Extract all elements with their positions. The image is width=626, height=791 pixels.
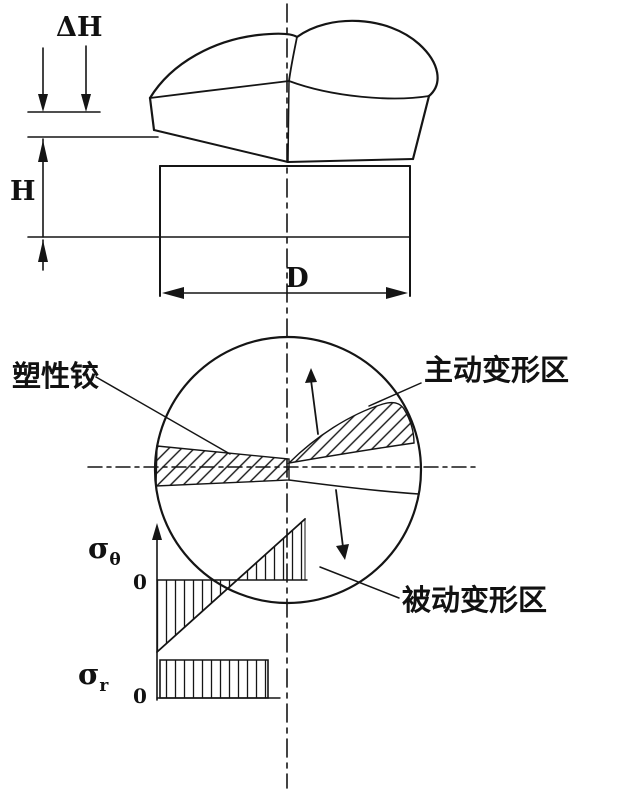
passive-zone-label: 被动变形区 — [402, 583, 547, 617]
sigma-theta-label: σθ — [88, 531, 121, 570]
dimension-h: H — [10, 138, 411, 271]
sigma-r-distribution-bar — [159, 659, 269, 699]
upset-workpiece — [148, 19, 439, 297]
tilt-bottom-right-edge — [287, 158, 414, 163]
flow-arrow-down-head — [336, 544, 349, 560]
center-fold-line — [287, 80, 290, 163]
active-zone-leader — [368, 382, 422, 407]
plastic-hinge-label: 塑性铰 — [12, 359, 99, 393]
centerlines — [87, 3, 479, 789]
flow-arrow-down-shaft — [335, 489, 344, 548]
h-arrow-bottom — [38, 240, 48, 262]
label-plastic-hinge: 塑性铰 — [12, 359, 231, 455]
sigma-r-zero-label: 0 — [133, 684, 147, 708]
sigma-theta-plot: σθ 0 — [88, 517, 308, 701]
circle-outline — [153, 335, 423, 605]
plastic-hinge-region — [155, 445, 290, 487]
workpiece-left-edge — [148, 96, 156, 132]
active-zone-region — [286, 401, 415, 465]
flow-arrow-up-shaft — [310, 379, 319, 435]
delta-h-label: ΔH — [56, 12, 102, 43]
sigma-theta-zero-label: 0 — [133, 570, 147, 594]
plastic-hinge-leader — [95, 376, 231, 455]
label-passive-zone: 被动变形区 — [319, 566, 547, 617]
deformation-circle-group — [153, 335, 423, 605]
passive-zone-leader — [319, 566, 400, 599]
workpiece-top-outline — [148, 19, 439, 100]
d-arrow-left — [162, 287, 184, 299]
zone-boundary-line — [288, 479, 420, 495]
workpiece-saddle-crease — [288, 36, 298, 82]
dimension-d: D — [162, 263, 408, 299]
sigma-theta-axis-arrow — [152, 523, 162, 540]
top-face-front-right — [288, 80, 430, 100]
h-label: H — [10, 176, 36, 207]
delta-h-arrow-right — [81, 94, 91, 112]
sigma-r-label: σr — [78, 657, 109, 696]
sigma-theta-distribution-line — [156, 518, 306, 653]
sigma-r-plot: σr 0 — [78, 657, 281, 708]
workpiece-right-edge — [411, 94, 431, 161]
d-label: D — [285, 263, 308, 294]
dimension-delta-h: ΔH — [27, 12, 159, 138]
h-arrow-top — [38, 140, 48, 162]
d-arrow-right — [386, 287, 408, 299]
delta-h-arrow-left — [38, 94, 48, 112]
tilt-bottom-left-edge — [153, 129, 289, 163]
label-active-zone: 主动变形区 — [368, 353, 569, 407]
flow-arrow-up-head — [305, 368, 317, 383]
active-zone-label: 主动变形区 — [424, 353, 569, 387]
top-face-front-left — [149, 80, 290, 99]
